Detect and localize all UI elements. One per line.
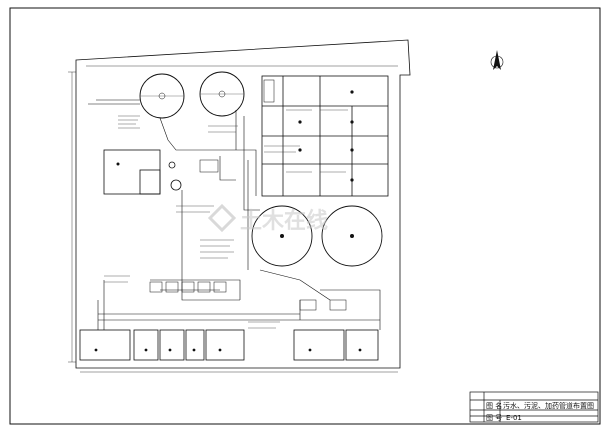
annotation-labels	[104, 109, 348, 329]
clarifier-tank	[321, 205, 383, 267]
title-block-label-name: 图 名	[486, 401, 502, 410]
pipeline-network	[88, 99, 381, 330]
circular-tank	[199, 71, 245, 117]
clarifier-tank	[251, 205, 313, 267]
bottom-tank-row	[79, 329, 379, 361]
sheet-border	[9, 7, 601, 425]
site-boundary	[75, 39, 411, 369]
tank-detail	[298, 90, 354, 182]
north-arrow-icon	[490, 50, 504, 70]
circular-tank	[139, 73, 185, 119]
drawing-title: 污水、污泥、加药管道布置图	[503, 401, 594, 410]
drawing-number: E-01	[506, 414, 522, 422]
equipment-cluster	[149, 159, 347, 311]
title-block-label-number: 图 号	[486, 414, 502, 422]
tank-grid	[261, 75, 389, 197]
title-block	[469, 391, 599, 423]
svg-text:土木在线: 土木在线	[240, 208, 328, 234]
watermark-logo: 土木在线	[207, 203, 328, 234]
equipment-building	[103, 149, 182, 195]
